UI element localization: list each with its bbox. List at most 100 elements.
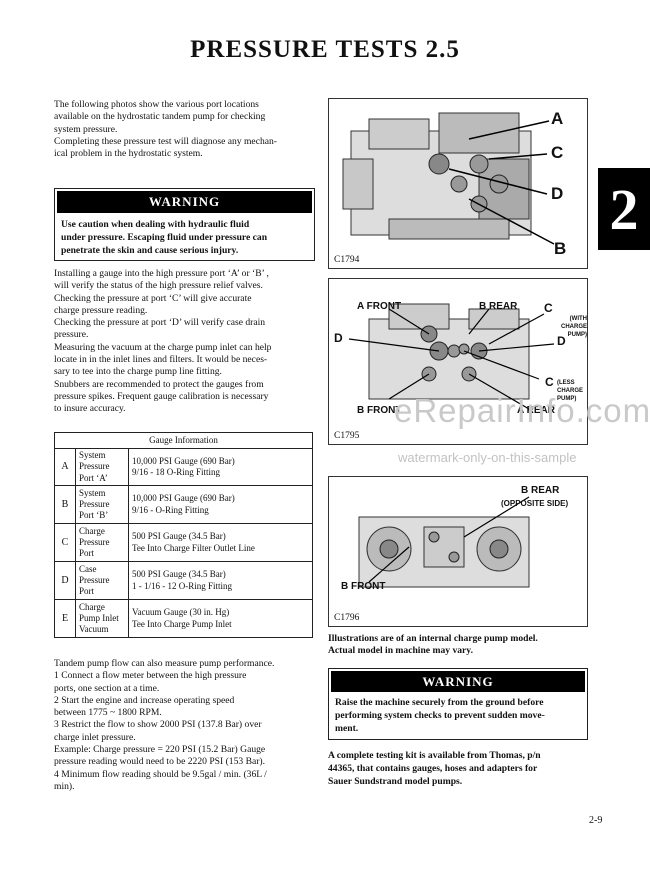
- flow-line: Tandem pump flow can also measure pump p…: [54, 658, 275, 669]
- gauge-port-label-line: System: [79, 450, 106, 460]
- gauge-row: D Case Pressure Port 500 PSI Gauge (34.5…: [54, 561, 313, 601]
- c-with-label: C: [544, 301, 553, 315]
- b-rear-label: B REAR: [479, 301, 518, 312]
- gauge-table: Gauge Information A System Pressure Port…: [54, 432, 313, 639]
- body-paragraph: Installing a gauge into the high pressur…: [54, 268, 316, 416]
- body-line: sary to tee into the charge pump line fi…: [54, 366, 222, 378]
- flow-line: min).: [54, 780, 75, 792]
- gauge-port-label-line: Port: [79, 548, 95, 559]
- flow-line: 2 Start the engine and increase operatin…: [54, 694, 235, 706]
- kit-line: 44365, that contains gauges, hoses and a…: [328, 763, 538, 774]
- body-line: Snubbers are recommended to protect the …: [54, 378, 264, 390]
- flow-line: charge inlet pressure.: [54, 731, 136, 743]
- warning-line: Raise the machine securely from the grou…: [335, 697, 544, 708]
- gauge-port-label: System Pressure Port ‘B’: [75, 485, 129, 525]
- port-a-label: A: [551, 109, 564, 128]
- gauge-info: 500 PSI Gauge (34.5 Bar) Tee Into Charge…: [128, 523, 313, 563]
- warning-line: ment.: [335, 723, 359, 734]
- pump-photo-c1796: B REAR (OPPOSITE SIDE) B FRONT C1796: [328, 476, 588, 627]
- port-c-label: C: [551, 143, 564, 162]
- flow-line: 4 Minimum flow reading should be 9.5gal …: [54, 768, 267, 780]
- illustration-note: Illustrations are of an internal charge …: [328, 633, 590, 658]
- warning-line: penetrate the skin and cause serious inj…: [61, 245, 239, 256]
- gauge-row: E Charge Pump Inlet Vacuum Vacuum Gauge …: [54, 599, 313, 639]
- gauge-info: 500 PSI Gauge (34.5 Bar) 1 - 1/16 - 12 O…: [128, 561, 313, 601]
- gauge-table-header-row: Gauge Information: [54, 432, 313, 449]
- watermark-note: watermark-only-on-this-sample: [398, 450, 577, 465]
- note-line: Illustrations are of an internal charge …: [328, 633, 538, 644]
- kit-line: A complete testing kit is available from…: [328, 750, 541, 761]
- gauge-info-line: 500 PSI Gauge (34.5 Bar): [132, 569, 226, 580]
- gauge-letter: B: [54, 485, 76, 525]
- port-b-label: B: [554, 239, 567, 258]
- warning-text: Raise the machine securely from the grou…: [329, 694, 587, 739]
- flow-line: Example: Charge pressure = 220 PSI (15.2…: [54, 744, 266, 756]
- gauge-port-label-line: Port ‘B’: [79, 510, 109, 521]
- gauge-port-label-line: System: [79, 487, 106, 498]
- gauge-row: A System Pressure Port ‘A’ 10,000 PSI Ga…: [54, 447, 313, 487]
- gauge-info-line: Vacuum Gauge (30 in. Hg): [132, 607, 230, 618]
- b-rear-note: (OPPOSITE SIDE): [501, 499, 569, 508]
- note-line: CHARGE PUMP): [557, 388, 584, 402]
- gauge-port-label-line: Port: [79, 586, 95, 597]
- note-line: (WITH: [569, 316, 587, 322]
- gauge-info-line: 500 PSI Gauge (34.5 Bar): [132, 531, 226, 542]
- gauge-row: B System Pressure Port ‘B’ 10,000 PSI Ga…: [54, 485, 313, 525]
- body-line: pressure.: [54, 329, 89, 341]
- intro-line: Completing these pressure test will diag…: [54, 135, 277, 147]
- intro-line: ical problem in the hydrostatic system.: [54, 148, 203, 160]
- port-d-label: D: [551, 184, 564, 203]
- gauge-port-label-line: Pressure: [79, 461, 110, 472]
- gauge-port-label-line: Pressure: [79, 499, 110, 510]
- note-line: CHARGE PUMP): [560, 324, 587, 338]
- kit-note: A complete testing kit is available from…: [328, 749, 590, 788]
- gauge-row: C Charge Pressure Port 500 PSI Gauge (34…: [54, 523, 313, 563]
- warning-line: performing system checks to prevent sudd…: [335, 710, 545, 721]
- a-rear-label: A REAR: [517, 405, 555, 416]
- gauge-letter: E: [54, 599, 76, 639]
- body-line: will verify the status of the high press…: [54, 280, 263, 292]
- warning-box-fluid: WARNING Use caution when dealing with hy…: [54, 188, 315, 261]
- photo-caption: C1796: [334, 613, 360, 623]
- warning-box-raise: WARNING Raise the machine securely from …: [328, 668, 588, 740]
- gauge-port-label-line: Pressure: [79, 575, 110, 586]
- warning-header: WARNING: [57, 191, 312, 213]
- photo-caption: C1795: [334, 431, 360, 441]
- gauge-letter: C: [54, 523, 76, 563]
- pump-illustration-bottom-view: [358, 496, 530, 588]
- gauge-info-line: 9/16 - O-Ring Fitting: [132, 504, 209, 515]
- note-line: Actual model in machine may vary.: [328, 645, 473, 657]
- gauge-info: Vacuum Gauge (30 in. Hg) Tee Into Charge…: [128, 599, 313, 639]
- gauge-table-header: Gauge Information: [54, 432, 313, 449]
- flow-line: between 1775 ~ 1800 RPM.: [54, 707, 162, 719]
- photo-caption: C1794: [334, 255, 360, 265]
- body-line: Installing a gauge into the high pressur…: [54, 268, 269, 279]
- flow-line: 3 Restrict the flow to show 2000 PSI (13…: [54, 719, 262, 731]
- warning-line: under pressure. Escaping fluid under pre…: [61, 232, 268, 243]
- gauge-port-label-line: Pressure: [79, 537, 110, 548]
- gauge-port-label-line: Vacuum: [79, 624, 109, 635]
- d-right-label: D: [557, 334, 566, 348]
- body-line: locate in in the inlet lines and filters…: [54, 354, 268, 366]
- chapter-tab: 2: [598, 168, 650, 250]
- body-line: pressure spikes. Frequent gauge calibrat…: [54, 390, 269, 402]
- gauge-info-line: 1 - 1/16 - 12 O-Ring Fitting: [132, 580, 233, 591]
- pump-photo-c1795: A FRONT B REAR C (WITH CHARGE PUMP) D D …: [328, 278, 588, 445]
- gauge-info: 10,000 PSI Gauge (690 Bar) 9/16 - O-Ring…: [128, 485, 313, 525]
- gauge-port-label: System Pressure Port ‘A’: [75, 447, 129, 487]
- gauge-port-label-line: Charge: [79, 525, 105, 536]
- page-number: 2-9: [589, 815, 603, 826]
- intro-paragraph: The following photos show the various po…: [54, 99, 316, 160]
- gauge-port-label: Charge Pump Inlet Vacuum: [75, 599, 129, 639]
- page-title: PRESSURE TESTS 2.5: [190, 36, 460, 63]
- body-line: Measuring the vacuum at the charge pump …: [54, 341, 272, 353]
- gauge-info-line: Tee Into Charge Filter Outlet Line: [132, 542, 255, 553]
- gauge-info: 10,000 PSI Gauge (690 Bar) 9/16 - 18 O-R…: [128, 447, 313, 487]
- c-less-note: (LESS CHARGE PUMP): [557, 379, 587, 403]
- flow-line: 1 Connect a flow meter between the high …: [54, 670, 247, 682]
- b-rear-label: B REAR: [521, 485, 560, 496]
- body-line: to insure accuracy.: [54, 403, 126, 415]
- warning-header: WARNING: [331, 671, 585, 692]
- intro-line: available on the hydrostatic tandem pump…: [54, 111, 266, 123]
- d-left-label: D: [334, 331, 343, 345]
